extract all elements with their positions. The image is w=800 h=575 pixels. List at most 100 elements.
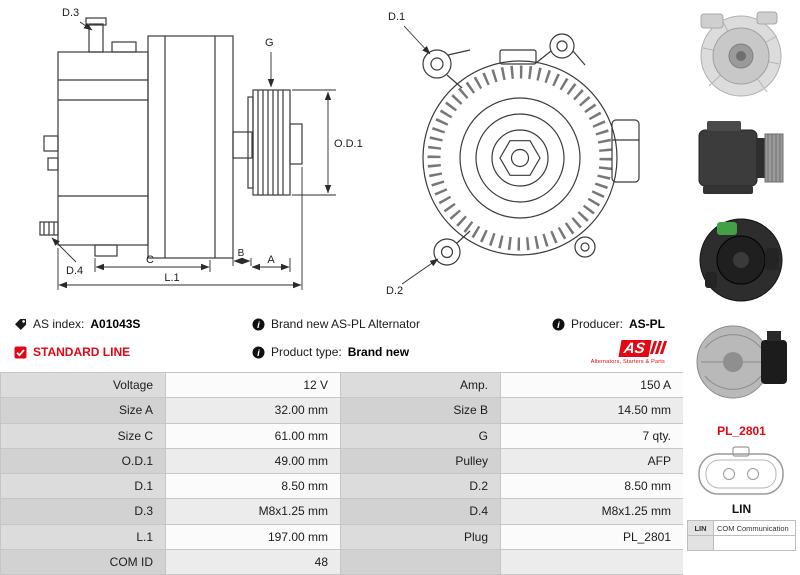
table-row: Size C 61.00 mm G 7 qty. xyxy=(0,422,684,449)
producer-label: Producer: xyxy=(570,317,623,331)
spec-label: Amp. xyxy=(340,371,501,399)
table-row: COM ID 48 xyxy=(0,548,684,575)
brand-new-note: i Brand new AS-PL Alternator xyxy=(252,317,420,331)
side-view-outline xyxy=(39,17,303,259)
product-type-label: Product type: xyxy=(271,345,342,359)
product-photo-2[interactable] xyxy=(687,108,795,203)
dim-label-a: A xyxy=(267,254,275,266)
spec-value: 8.50 mm xyxy=(500,472,684,500)
spec-value: 32.00 mm xyxy=(165,397,341,424)
sidebar: PL_2801 LIN LIN COM Communication xyxy=(683,0,800,575)
table-row: D.3 M8x1.25 mm D.4 M8x1.25 mm xyxy=(0,498,684,525)
dim-label-d3: D.3 xyxy=(62,7,79,19)
producer-value: AS-PL xyxy=(629,317,665,331)
table-row: Voltage 12 V Amp. 150 A xyxy=(0,371,684,399)
spec-label: D.1 xyxy=(0,472,166,500)
as-index-label: AS index: xyxy=(33,317,85,331)
as-index-value: A01043S xyxy=(90,317,141,331)
spec-table: Voltage 12 V Amp. 150 A Size A 32.00 mm … xyxy=(0,371,684,575)
alternator-photo-front-icon xyxy=(687,6,795,101)
checkbox-checked-icon xyxy=(14,346,27,358)
as-pl-logo-mark: AS xyxy=(591,340,668,357)
spec-value: 49.00 mm xyxy=(165,447,341,475)
spec-label: Size A xyxy=(0,397,166,424)
connector-outline-icon xyxy=(698,446,784,495)
front-view-outline xyxy=(422,33,640,266)
spec-label: Voltage xyxy=(0,371,166,399)
connector-label: LIN xyxy=(731,502,752,516)
spec-value xyxy=(500,548,684,575)
technical-drawings: D.3 G O.D.1 D.4 C B A L.1 xyxy=(0,0,683,308)
table-row: O.D.1 49.00 mm Pulley AFP xyxy=(0,447,684,475)
info-icon: i xyxy=(552,318,565,330)
spec-value: M8x1.25 mm xyxy=(500,498,684,525)
spec-value: 61.00 mm xyxy=(165,422,341,449)
pin-legend: LIN COM Communication xyxy=(687,520,796,551)
dim-label-d2: D.2 xyxy=(386,285,403,297)
as-pl-logo-stripes-icon xyxy=(649,341,668,357)
info-icon: i xyxy=(252,318,265,330)
standard-line-label: STANDARD LINE xyxy=(33,345,131,359)
as-index: AS index: A01043S xyxy=(14,317,140,331)
plug-connector-drawing xyxy=(693,442,789,500)
producer: i Producer: AS-PL xyxy=(552,317,665,331)
plug-code: PL_2801 xyxy=(717,424,766,438)
dim-label-g: G xyxy=(265,37,274,49)
alternator-photo-side-icon xyxy=(687,108,795,203)
side-view-labels: D.3 G O.D.1 D.4 C B A L.1 xyxy=(62,7,363,284)
product-photo-3[interactable] xyxy=(687,210,795,305)
spec-label: COM ID xyxy=(0,548,166,575)
spec-label: L.1 xyxy=(0,523,166,550)
dim-label-d4: D.4 xyxy=(66,265,83,277)
product-type: i Product type: Brand new xyxy=(252,345,409,359)
spec-value: 48 xyxy=(165,548,341,575)
standard-line-badge: STANDARD LINE xyxy=(14,345,130,359)
spec-value: 14.50 mm xyxy=(500,397,684,424)
pin-description: COM Communication xyxy=(713,520,796,536)
table-row: Size A 32.00 mm Size B 14.50 mm xyxy=(0,397,684,424)
side-view-dimensions xyxy=(51,21,336,290)
alternator-photo-rear-icon xyxy=(687,210,795,305)
dim-label-d1: D.1 xyxy=(388,11,405,23)
tag-icon xyxy=(15,318,26,330)
table-row: L.1 197.00 mm Plug PL_2801 xyxy=(0,523,684,550)
pin-legend-row: LIN COM Communication xyxy=(687,520,796,536)
info-bar: AS index: A01043S STANDARD LINE i Brand … xyxy=(0,308,683,372)
front-view-labels: D.1 D.2 xyxy=(386,11,405,297)
dim-label-od1: O.D.1 xyxy=(334,138,363,150)
as-pl-logo-subtext: Alternators, Starters & Parts xyxy=(590,359,665,365)
spec-label: Plug xyxy=(340,523,501,550)
dim-label-l1: L.1 xyxy=(164,272,179,284)
spec-value: AFP xyxy=(500,447,684,475)
spec-value: PL_2801 xyxy=(500,523,684,550)
front-view-leaders xyxy=(401,25,439,285)
spec-label: D.2 xyxy=(340,472,501,500)
spec-label: Size B xyxy=(340,397,501,424)
spec-label: D.3 xyxy=(0,498,166,525)
pin-description xyxy=(713,535,796,551)
as-pl-logo: AS Alternators, Starters & Parts xyxy=(590,340,668,365)
spec-label xyxy=(340,548,501,575)
svg-text:i: i xyxy=(557,319,560,330)
spec-value: 197.00 mm xyxy=(165,523,341,550)
info-icon: i xyxy=(252,346,265,358)
svg-text:i: i xyxy=(257,319,260,330)
product-photo-4[interactable] xyxy=(687,312,795,407)
spec-value: 150 A xyxy=(500,371,684,399)
dim-label-b: B xyxy=(238,248,245,259)
spec-label: Size C xyxy=(0,422,166,449)
product-type-value: Brand new xyxy=(347,345,410,359)
main-area: D.3 G O.D.1 D.4 C B A L.1 xyxy=(0,0,684,575)
spec-value: 12 V xyxy=(165,371,341,399)
pin-legend-row xyxy=(687,535,796,551)
spec-label: Pulley xyxy=(340,447,501,475)
pin-name xyxy=(687,535,714,551)
product-photo-1[interactable] xyxy=(687,6,795,101)
spec-value: M8x1.25 mm xyxy=(165,498,341,525)
spec-value: 7 qty. xyxy=(500,422,684,449)
spec-value: 8.50 mm xyxy=(165,472,341,500)
spec-label: O.D.1 xyxy=(0,447,166,475)
pin-name: LIN xyxy=(687,520,714,536)
dim-label-c: C xyxy=(146,254,154,266)
